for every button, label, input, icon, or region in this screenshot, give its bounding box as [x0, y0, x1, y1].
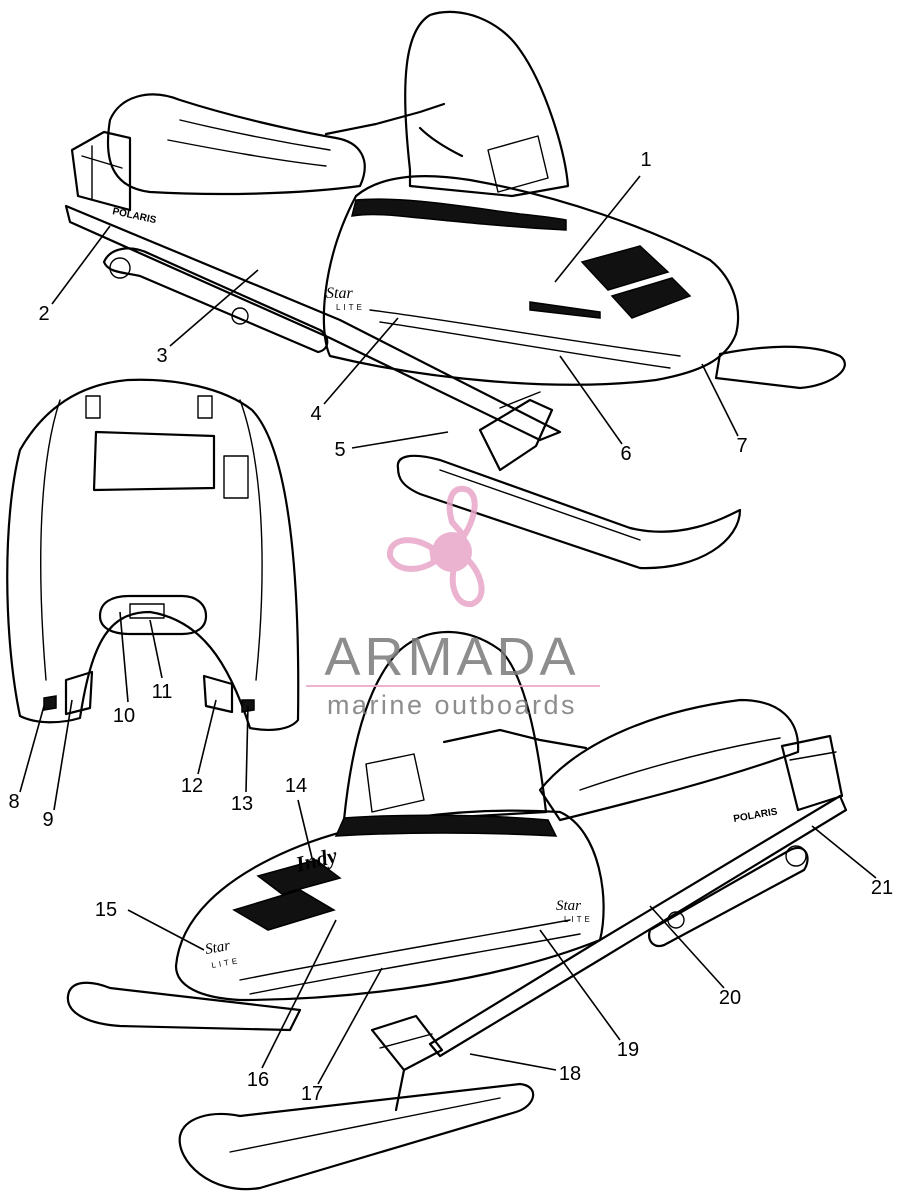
- callout-number-12: 12: [181, 775, 203, 797]
- callout-number-17: 17: [301, 1083, 323, 1105]
- leader-line-11: [149, 619, 163, 679]
- callout-number-6: 6: [620, 443, 631, 465]
- leader-line-16: [261, 919, 337, 1069]
- callout-number-11: 11: [152, 681, 173, 703]
- bottom-polaris-decal: POLARIS: [733, 806, 779, 825]
- leader-line-20: [649, 905, 725, 989]
- leader-line-21: [811, 825, 877, 879]
- leader-line-12: [197, 699, 217, 775]
- leader-line-9: [53, 699, 73, 811]
- leader-line-13: [245, 705, 249, 793]
- leader-line-15: [127, 909, 205, 951]
- callout-number-18: 18: [559, 1063, 581, 1085]
- callout-number-21: 21: [871, 877, 893, 899]
- side-lite-decal: LITE: [564, 915, 593, 924]
- top-snowmobile: Star LITE POLARIS: [64, 10, 846, 570]
- top-polaris-decal: POLARIS: [111, 206, 157, 226]
- leader-line-2: [51, 225, 111, 305]
- callout-number-19: 19: [617, 1039, 639, 1061]
- callout-number-9: 9: [42, 809, 53, 831]
- leader-line-14: [297, 799, 313, 859]
- top-star-decal: Star: [326, 285, 353, 302]
- callout-number-5: 5: [334, 439, 345, 461]
- leader-line-8: [19, 705, 45, 793]
- leader-line-6: [559, 355, 623, 445]
- callout-number-2: 2: [38, 303, 49, 325]
- callout-number-8: 8: [8, 791, 19, 813]
- leader-line-10: [119, 611, 129, 703]
- rear-hood-view: [6, 378, 300, 731]
- leader-line-17: [317, 967, 383, 1085]
- front-star-decal: Star: [204, 938, 232, 958]
- top-lite-decal: LITE: [336, 303, 365, 312]
- watermark: ARMADA marine outboards: [306, 485, 600, 720]
- leader-line-18: [469, 1053, 557, 1071]
- callout-number-20: 20: [719, 987, 741, 1009]
- leader-line-19: [539, 929, 621, 1041]
- callout-number-14: 14: [285, 775, 307, 797]
- propeller-logo-icon: [386, 485, 485, 608]
- callout-number-7: 7: [736, 435, 747, 457]
- watermark-brand: ARMADA: [324, 627, 579, 687]
- front-lite-decal: LITE: [211, 956, 241, 970]
- leader-line-1: [554, 175, 641, 283]
- side-star-decal: Star: [556, 898, 581, 914]
- leader-line-3: [169, 269, 259, 347]
- watermark-tagline: marine outboards: [327, 690, 577, 720]
- leader-line-4: [323, 317, 399, 405]
- callout-number-10: 10: [113, 705, 135, 727]
- callout-number-15: 15: [95, 899, 117, 921]
- callout-number-16: 16: [247, 1069, 269, 1091]
- leader-line-5: [351, 431, 449, 449]
- callout-number-3: 3: [156, 345, 167, 367]
- callout-number-13: 13: [231, 793, 253, 815]
- callout-number-4: 4: [310, 403, 321, 425]
- callout-number-1: 1: [640, 149, 651, 171]
- bottom-snowmobile: Indy Star LITE Star LITE POLARIS: [66, 630, 848, 1191]
- leader-line-7: [701, 363, 739, 437]
